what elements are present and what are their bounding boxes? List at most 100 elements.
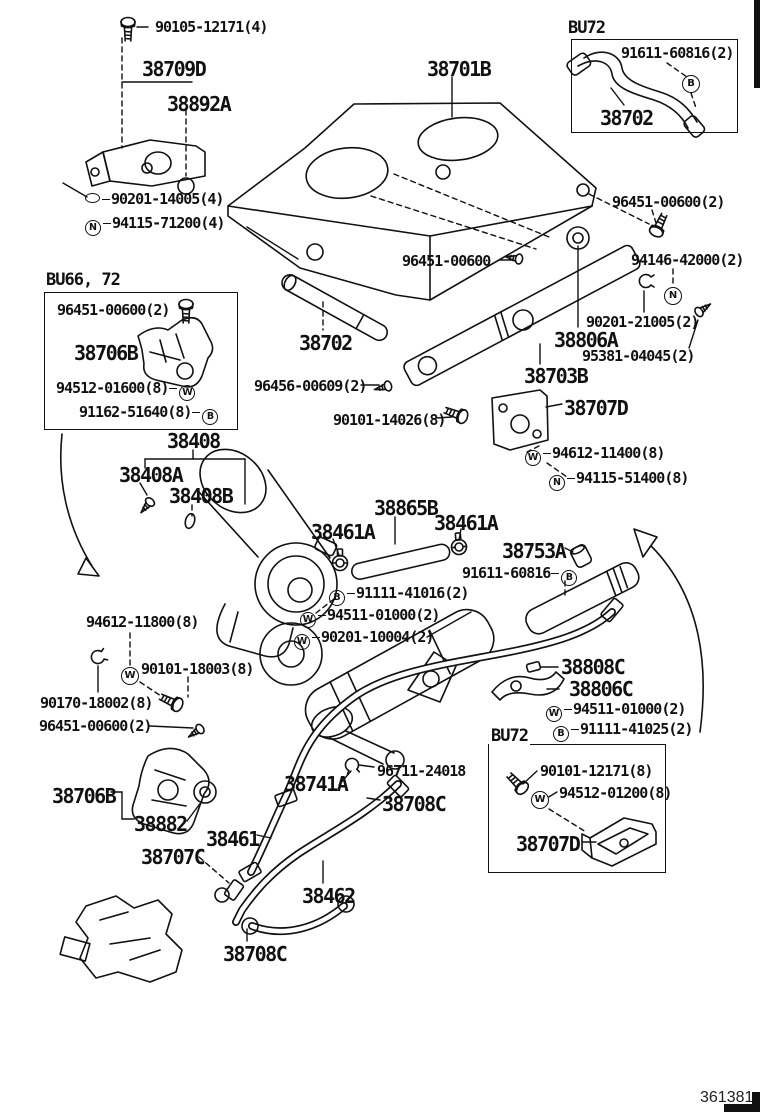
- circled-n-icon: N: [85, 220, 101, 236]
- direction-arrow-left: [59, 433, 100, 577]
- leader-line: [198, 856, 230, 884]
- leader-dash: [312, 637, 320, 638]
- part-label: 38408: [167, 429, 221, 453]
- part-label: 38708C: [382, 792, 447, 816]
- part-label: 38706B: [52, 784, 117, 808]
- gearbox-sketch: [59, 895, 183, 983]
- circled-w-icon: W: [300, 612, 316, 628]
- torque-rod-38703B-sketch: [403, 226, 641, 387]
- circled-b-icon: B: [553, 726, 569, 742]
- doc-number: 361381: [700, 1089, 754, 1106]
- circled-b-icon: B: [202, 409, 219, 425]
- part-label: 96451-00600(2): [612, 193, 725, 211]
- leader-line: [435, 416, 453, 419]
- pipe-38702-box-sketch: [566, 51, 706, 138]
- bracket-38706B-box-sketch: [137, 316, 214, 388]
- part-label: 94146-42000(2): [631, 251, 744, 269]
- part-label: 38703B: [524, 364, 589, 388]
- leader-line: [651, 209, 657, 224]
- circled-w-icon: W: [179, 385, 196, 401]
- leader-line: [393, 173, 550, 238]
- bolt-icon: [647, 210, 672, 240]
- bolt-icon: [120, 16, 136, 42]
- part-label: 38702: [299, 331, 353, 355]
- direction-arrow-right: [633, 528, 705, 733]
- part-label: 38808C: [561, 655, 626, 679]
- leader-dash: [102, 199, 110, 200]
- leader-line: [545, 403, 563, 408]
- part-label: 38408B: [169, 484, 234, 508]
- leader-line: [256, 834, 272, 839]
- washer-icon: [85, 193, 100, 203]
- leader-line: [338, 770, 352, 786]
- bracket-38806C-sketch: [491, 660, 565, 701]
- part-label: 38709D: [142, 57, 207, 81]
- part-label: 90105-12171(4): [155, 18, 268, 36]
- part-label: 38461A: [311, 520, 376, 544]
- part-label: 94512-01600(8)W: [56, 379, 196, 401]
- leader-line: [426, 611, 472, 638]
- circled-w-icon: W: [525, 450, 541, 466]
- page-frame-marks: [724, 0, 760, 1112]
- leader-dash: [318, 615, 326, 616]
- leader-dash: [567, 478, 575, 479]
- circled-w-icon: W: [294, 634, 310, 650]
- circled-n-icon: N: [664, 287, 682, 305]
- leader-line: [366, 797, 381, 801]
- actuator-assembly-sketch: [259, 608, 495, 770]
- clip-icon: [638, 273, 655, 289]
- bracket-38707D-sketch: [491, 389, 549, 451]
- leader-line: [690, 92, 697, 109]
- leader-line: [62, 182, 88, 198]
- part-label: 38706B: [74, 341, 139, 365]
- part-label: 90101-12171(8): [540, 762, 653, 780]
- part-label: 90201-14005(4): [84, 190, 224, 208]
- part-label: 38707C: [141, 845, 206, 869]
- submodel-box-bu66-72: [44, 292, 238, 430]
- circled-w-icon: W: [121, 667, 139, 685]
- shaft-38753A-sketch: [525, 562, 640, 635]
- circled-w-icon: W: [531, 791, 549, 809]
- part-label: 96456-00609(2): [254, 377, 367, 395]
- leader-dash: [347, 593, 355, 594]
- part-label: 96451-00600(2): [39, 717, 152, 735]
- leader-line: [358, 764, 375, 768]
- cover-plate-38701B-sketch: [227, 102, 597, 301]
- part-label: 38707D: [516, 832, 581, 856]
- part-label: 96711-24018: [377, 762, 466, 780]
- part-label: 90170-18002(8): [40, 694, 153, 712]
- submodel-tag-bu66-72: BU66, 72: [44, 270, 122, 290]
- part-label: 38806A: [554, 328, 619, 352]
- leader-dash: [169, 388, 178, 389]
- hose-38462-sketch: [232, 774, 410, 926]
- part-label: 38707D: [564, 396, 629, 420]
- bolt-icon: [156, 689, 186, 714]
- leader-line: [139, 482, 148, 496]
- leader-dash: [571, 729, 579, 730]
- bolt-icon: [441, 402, 471, 426]
- leader-line: [588, 193, 650, 225]
- circled-n-icon: N: [549, 475, 565, 491]
- part-label: 38708C: [223, 942, 288, 966]
- submodel-tag-bu72-top: BU72: [566, 18, 607, 38]
- leader-line: [666, 62, 688, 78]
- part-label: 38892A: [167, 92, 232, 116]
- leader-line: [548, 808, 587, 833]
- leader-dash: [551, 573, 560, 574]
- screw-icon: [184, 722, 207, 742]
- part-label: 38462: [302, 884, 356, 908]
- leader-line: [688, 319, 699, 349]
- screw-icon: [372, 379, 394, 396]
- screw-icon: [136, 495, 157, 517]
- part-label: 90101-14026(8): [333, 411, 446, 429]
- leader-line: [610, 87, 625, 106]
- part-label: 96451-00600(2): [57, 301, 170, 319]
- rod-38702-sketch: [281, 274, 389, 342]
